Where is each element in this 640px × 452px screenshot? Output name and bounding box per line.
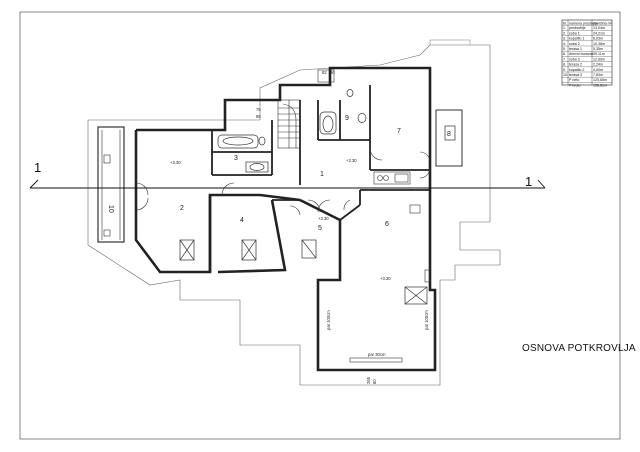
drawing-title: OSNOVA POTKROVLJA bbox=[522, 343, 636, 354]
terrace-right bbox=[435, 109, 463, 167]
legend-total-value: 125,65m bbox=[593, 78, 607, 82]
legend-cell-name: soba 2 bbox=[569, 42, 580, 46]
top-dim-a: 82 bbox=[322, 70, 327, 75]
legend-cell-name: kupatilo 1 bbox=[569, 37, 584, 41]
legend-cell-no: 7. bbox=[563, 57, 566, 61]
legend-header-area: površina m² bbox=[593, 22, 613, 26]
legend-cell-area: 24,21m bbox=[593, 31, 605, 35]
legend-cell-no: 1. bbox=[563, 26, 566, 30]
roof-windows bbox=[179, 239, 428, 305]
legend-cell-no: 9. bbox=[563, 68, 566, 72]
legend-cell-name: terasa 3 bbox=[569, 73, 582, 77]
terrace-left bbox=[97, 126, 125, 243]
window-note-bottom: par 30cm bbox=[368, 352, 386, 357]
bottom-dim-top: 265 bbox=[366, 376, 371, 384]
legend-cell-area: 5,35m bbox=[593, 47, 603, 51]
sheet-border bbox=[19, 11, 621, 440]
legend-cell-no: 6. bbox=[563, 52, 566, 56]
staircase bbox=[277, 99, 301, 149]
room-label-10: 10 bbox=[107, 205, 114, 213]
room-label-4: 4 bbox=[240, 217, 244, 224]
doors bbox=[135, 147, 431, 216]
legend-cell-name: terasa 2 bbox=[569, 63, 582, 67]
legend-cell-area: 7,83m bbox=[593, 73, 603, 77]
window-note-left: par 100cm bbox=[326, 310, 331, 330]
roof-outline bbox=[87, 44, 501, 386]
stair-dim-bottom: 85 bbox=[256, 114, 261, 119]
level-mark-room-6: +3.30 bbox=[380, 276, 391, 281]
legend-cell-name: predsoblje bbox=[569, 26, 586, 30]
room-label-3: 3 bbox=[234, 155, 238, 162]
legend-cell-name: soba 3 bbox=[569, 57, 580, 61]
legend-cell-no: 5. bbox=[563, 47, 566, 51]
section-mark-left: 1 bbox=[34, 160, 41, 175]
legend-total-value: 158,81m bbox=[593, 83, 607, 87]
room-label-9: 9 bbox=[345, 115, 349, 122]
level-mark-room-1: +3.30 bbox=[346, 158, 357, 163]
legend-cell-no: 2. bbox=[563, 31, 566, 35]
legend-total-label: P bruto bbox=[569, 83, 581, 87]
legend-cell-no: 4. bbox=[563, 42, 566, 46]
legend-header-no: br. bbox=[563, 22, 567, 26]
legend-cell-no: 3. bbox=[563, 37, 566, 41]
roof-ridge bbox=[429, 39, 471, 45]
legend-total-label: P neto bbox=[569, 78, 579, 82]
room-label-7: 7 bbox=[397, 128, 401, 135]
misc-marks bbox=[103, 69, 431, 363]
legend-cell-area: 13,04m bbox=[593, 26, 605, 30]
legend-cell-area: 10,38m bbox=[593, 42, 605, 46]
top-dim-b: 90 bbox=[330, 70, 335, 75]
legend-cell-name: soba 1 bbox=[569, 31, 580, 35]
legend-cell-area: 12,69m bbox=[593, 57, 605, 61]
room-label-5: 5 bbox=[318, 225, 322, 232]
legend-row-lines bbox=[562, 25, 612, 83]
room-label-1: 1 bbox=[320, 171, 324, 178]
legend-cell-area: 6,03m bbox=[593, 37, 603, 41]
legend-cell-no: 8. bbox=[563, 63, 566, 67]
legend-cell-no: 10. bbox=[563, 73, 568, 77]
legend-cell-name: dnevni boravak bbox=[569, 52, 594, 56]
legend-cell-area: 2,24m bbox=[593, 63, 603, 67]
room-label-8: 8 bbox=[447, 131, 451, 138]
area-legend-table: br. namena prostorija površina m² 1.pred… bbox=[561, 19, 613, 87]
section-line bbox=[29, 179, 546, 189]
legend-cell-area: 4,00m bbox=[593, 68, 603, 72]
level-mark-room-5: +3.30 bbox=[318, 216, 329, 221]
stair-dim-top: 75 bbox=[256, 107, 261, 112]
section-mark-right: 1 bbox=[525, 174, 532, 189]
bathroom-fixtures bbox=[217, 89, 367, 173]
legend-cell-area: 39,11m bbox=[593, 52, 605, 56]
kitchen-counter bbox=[373, 171, 411, 185]
bottom-dim-bottom: 80 bbox=[372, 379, 377, 384]
room-label-6: 6 bbox=[385, 221, 389, 228]
level-mark-room-2: +3.30 bbox=[170, 160, 181, 165]
outer-walls bbox=[134, 66, 437, 372]
room-label-2: 2 bbox=[180, 205, 184, 212]
window-note-right: par 100cm bbox=[424, 310, 429, 330]
legend-cell-name: terasa 1 bbox=[569, 47, 582, 51]
interior-walls bbox=[211, 85, 430, 221]
legend-header-name: namena prostorija bbox=[569, 22, 598, 26]
legend-cell-name: kupatilo 2 bbox=[569, 68, 584, 72]
